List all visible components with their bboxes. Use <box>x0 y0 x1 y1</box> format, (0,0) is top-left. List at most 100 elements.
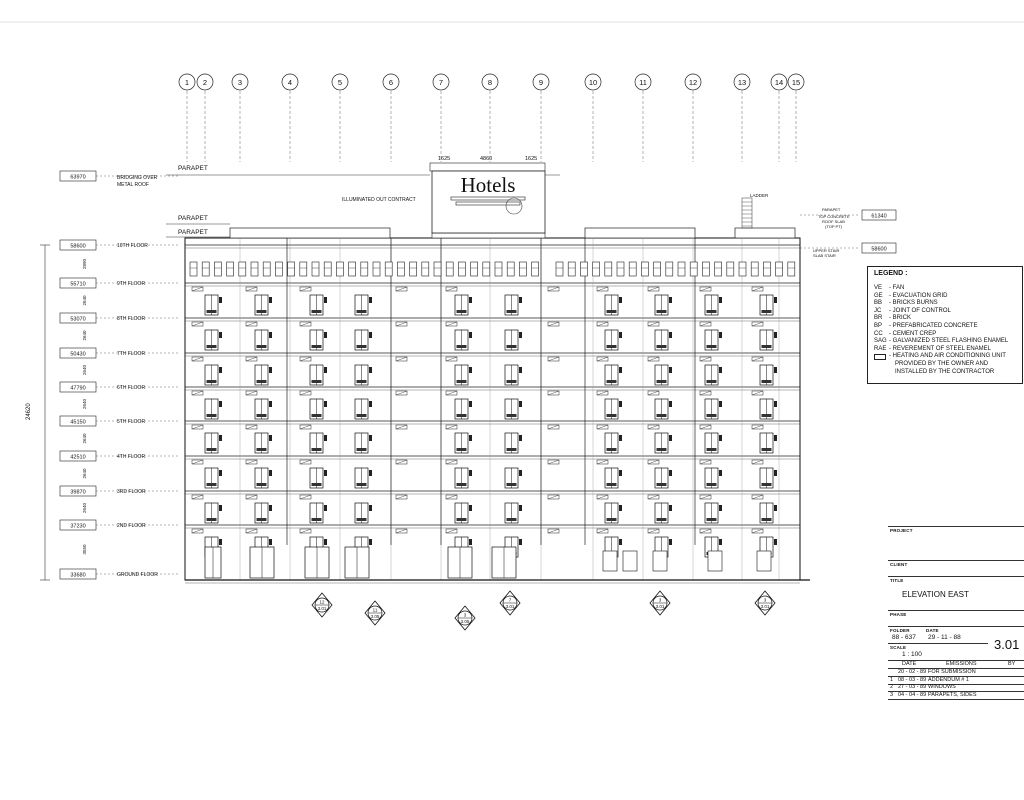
legend-desc: - BRICK <box>889 315 912 322</box>
roof-parapet-label: PARAPET <box>822 207 841 212</box>
legend-code: GE <box>874 292 883 299</box>
roof-slab-label-3: (TOP PT) <box>825 224 843 229</box>
folder-value: 88 - 637 <box>892 634 916 641</box>
grid-bubble-label: 14 <box>775 78 783 87</box>
level-elevation: 37230 <box>70 524 85 530</box>
project-label: PROJECT <box>890 528 913 533</box>
legend-item: BP- PREFABRICATED CONCRETE <box>874 323 978 330</box>
upper-stair-label: UPPER STAIR <box>813 248 839 253</box>
grid-bubble <box>382 73 400 91</box>
level-elevation: 33680 <box>70 573 85 579</box>
level-elevation: 50430 <box>70 352 85 358</box>
roof-dim-left: 1625 <box>438 156 450 162</box>
title-label: TITLE <box>890 578 904 583</box>
revision-mark: 1 <box>890 676 894 683</box>
building-facade <box>166 162 810 584</box>
level-elevation: 55710 <box>70 282 85 288</box>
revision-mark: 2 <box>890 684 894 690</box>
grid-bubble-label: 13 <box>738 78 746 87</box>
section-marker-top: 12 <box>319 600 325 605</box>
grid-bubble-label: 1 <box>185 78 189 87</box>
section-marker-top: 3 <box>659 598 662 603</box>
folder-label: FOLDER <box>890 628 910 633</box>
grid-bubble <box>584 73 602 91</box>
legend-desc: - HEATING AND AIR CONDITIONING UNIT <box>889 353 1006 360</box>
legend-desc: INSTALLED BY THE CONTRACTOR <box>895 368 995 375</box>
legend-item: INSTALLED BY THE CONTRACTOR <box>874 369 994 376</box>
grid-bubble <box>684 73 702 91</box>
legend-desc: - JOINT OF CONTROL <box>889 307 951 314</box>
grid-bubble-label: 12 <box>689 78 697 87</box>
level-tag <box>861 209 897 221</box>
level-elevation: 58600 <box>70 244 85 250</box>
grid-bubble-label: 3 <box>238 78 242 87</box>
grid-bubble <box>733 73 751 91</box>
level-elevation: 63970 <box>70 175 85 181</box>
floor-height-dim: 2640 <box>82 502 87 513</box>
section-marker-top: 3 <box>464 613 467 618</box>
level-label: 10TH FLOOR <box>117 243 148 249</box>
scale-value: 1 : 100 <box>902 651 922 658</box>
grid-bubble <box>196 73 214 91</box>
section-marker-top: 3 <box>764 598 767 603</box>
roof-slab-label-1: TOP CONCRETE <box>818 214 850 219</box>
grid-bubble <box>481 73 499 91</box>
parapet-label-top: PARAPET <box>178 165 208 172</box>
legend-code: JC <box>874 307 882 314</box>
level-elevation: 39870 <box>70 490 85 496</box>
grid-bubble-label: 7 <box>439 78 443 87</box>
legend-code: BR <box>874 315 883 322</box>
grid-bubble-label: 15 <box>792 78 800 87</box>
revision-desc: PARAPETS, SIDES <box>928 691 977 698</box>
legend-item: BR - BRICK <box>874 315 911 322</box>
floor-height-dim: 2640 <box>82 398 87 409</box>
sheet-number: 3.01 <box>994 637 1020 652</box>
legend-item: SAG- GALVANIZED STEEL FLASHING ENAMEL <box>874 338 1008 345</box>
legend-desc: - CEMENT CREP <box>889 330 937 337</box>
section-marker-bottom: 3.01 <box>761 604 770 609</box>
level-elevation: 47790 <box>70 386 85 392</box>
rev-header-by: BY <box>1008 661 1016 667</box>
legend-desc: - FAN <box>889 285 905 291</box>
ladder-label: LADDER <box>750 193 769 198</box>
level-label: 8TH FLOOR <box>117 316 145 322</box>
revision-date: 08 - 03 - 89 <box>898 676 927 683</box>
legend-desc: - GALVANIZED STEEL FLASHING ENAMEL <box>889 338 1009 345</box>
scale-label: SCALE <box>890 645 907 650</box>
level-label: 9TH FLOOR <box>117 281 145 287</box>
section-marker-top: 7 <box>509 598 512 603</box>
revision-mark: 3 <box>890 691 894 698</box>
rev-header-date: DATE <box>902 661 917 667</box>
grid-bubble-label: 6 <box>389 78 393 87</box>
grid-bubble <box>231 73 249 91</box>
revision-desc: WINDOWS <box>928 684 956 690</box>
legend-item: PROVIDED BY THE OWNER AND <box>874 361 988 368</box>
legend-item: GE- EVACUATION GRID <box>874 293 947 300</box>
revision-desc: FOR SUBMISSION <box>928 669 976 675</box>
hvac-symbol-icon <box>874 354 886 361</box>
floor-height-dim: 2640 <box>82 295 87 306</box>
section-marker-bottom: 3.05 <box>461 619 470 624</box>
legend-item: JC - JOINT OF CONTROL <box>874 308 951 315</box>
floor-height-dim: 2890 <box>82 258 87 269</box>
grid-bubble <box>331 73 349 91</box>
level-label: 3RD FLOOR <box>117 489 146 495</box>
legend-code: SAG <box>874 338 887 345</box>
level-label: 7TH FLOOR <box>117 351 145 357</box>
roof-slab-label-2: ROOF SLAB <box>822 219 845 224</box>
rev-header-emission: EMISSIONS <box>946 661 977 667</box>
revision-date: 20 - 02 - 89 <box>898 669 927 675</box>
revision-date: 04 - 04 - 89 <box>898 691 927 698</box>
revision-desc: ADDENDUM # 1 <box>928 676 969 683</box>
grid-bubble-label: 10 <box>589 78 597 87</box>
floor-height-dim: 3550 <box>82 544 87 555</box>
floor-height-dim: 2640 <box>82 468 87 479</box>
